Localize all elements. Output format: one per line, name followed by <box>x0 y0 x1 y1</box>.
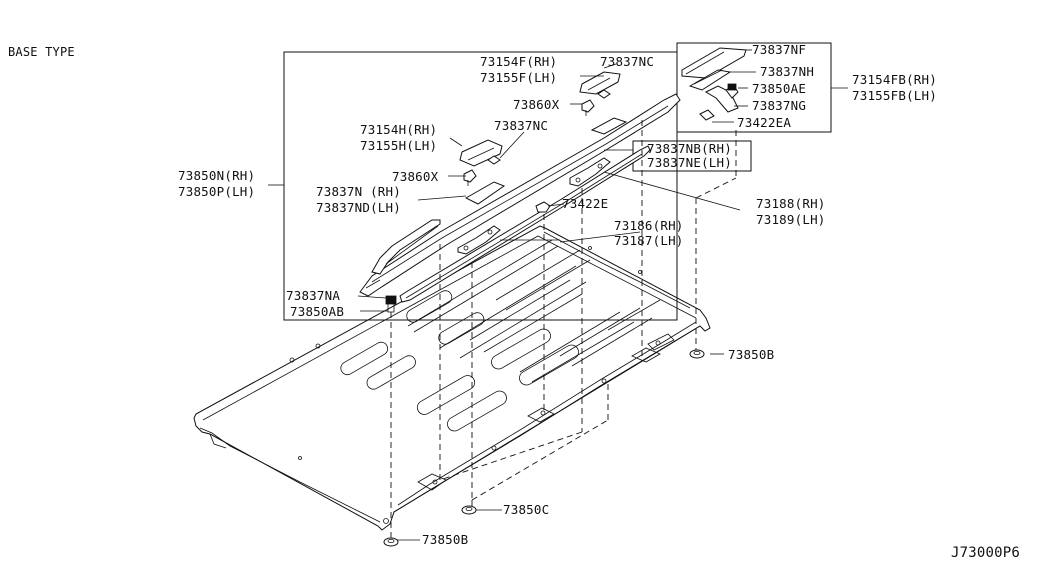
leader-lines <box>268 49 848 541</box>
label-73837NC-top: 73837NC <box>600 54 654 69</box>
label-73155FB: 73155FB(LH) <box>852 88 937 103</box>
label-73860X-mid: 73860X <box>392 169 439 184</box>
label-73837NE: 73837NE(LH) <box>647 155 732 170</box>
pad-73837NC-mid <box>487 155 501 165</box>
label-73186: 73186(RH) <box>614 218 684 233</box>
clip-73860X-mid <box>463 169 477 186</box>
label-73837NB: 73837NB(RH) <box>647 141 732 156</box>
fastener-73850C <box>461 505 477 515</box>
label-73837NF: 73837NF <box>752 42 806 57</box>
part-labels: 73837NF 73837NH 73850AE 73837NG 73422EA … <box>178 42 937 547</box>
label-73850P: 73850P(LH) <box>178 184 255 199</box>
label-73189: 73189(LH) <box>756 212 826 227</box>
label-73860X-top: 73860X <box>513 97 560 112</box>
label-73154F: 73154F(RH) <box>480 54 557 69</box>
label-73850N: 73850N(RH) <box>178 168 255 183</box>
label-73837N: 73837N (RH) <box>316 184 401 199</box>
roof-slots <box>340 290 579 432</box>
bracket-73188 <box>569 157 611 187</box>
fastener-73850B-right <box>689 349 705 359</box>
label-73187: 73187(LH) <box>614 233 684 248</box>
roof-ribs <box>407 239 661 383</box>
label-73850B-bottom: 73850B <box>422 532 468 547</box>
bracket-73186 <box>457 225 501 255</box>
label-73154FB: 73154FB(RH) <box>852 72 937 87</box>
label-73155F: 73155F(LH) <box>480 70 557 85</box>
dashed-assembly-lines <box>390 120 737 540</box>
label-73837ND: 73837ND(LH) <box>316 200 401 215</box>
grommet-73422E <box>535 201 551 213</box>
rail-end-cover-73837N <box>371 219 441 275</box>
inset-cover-73154FB <box>681 47 747 121</box>
cover-73154H <box>459 139 503 167</box>
diagram-title: BASE TYPE <box>8 45 75 59</box>
label-73422E: 73422E <box>562 196 608 211</box>
pad-73837NC-rail <box>590 117 628 135</box>
diagram-code: J73000P6 <box>951 545 1020 561</box>
label-73188: 73188(RH) <box>756 196 826 211</box>
label-73837NH: 73837NH <box>760 64 814 79</box>
pad-73837N <box>464 181 506 205</box>
label-73850C: 73850C <box>503 502 549 517</box>
clip-73860X-top <box>581 99 595 116</box>
label-73837NC-mid: 73837NC <box>494 118 548 133</box>
label-73850B-right: 73850B <box>728 347 774 362</box>
label-73850AE: 73850AE <box>752 81 806 96</box>
label-73155H: 73155H(LH) <box>360 138 437 153</box>
label-73837NA: 73837NA <box>286 288 340 303</box>
pad-73837NC-top <box>597 89 611 99</box>
label-73850AB: 73850AB <box>290 304 344 319</box>
label-73422EA: 73422EA <box>737 115 791 130</box>
label-73837NG: 73837NG <box>752 98 806 113</box>
label-73154H: 73154H(RH) <box>360 122 437 137</box>
roof-panel <box>193 225 711 531</box>
inset-group-frame <box>676 42 832 133</box>
main-group-frame <box>283 51 678 321</box>
fastener-73850B-bottom <box>383 537 399 547</box>
